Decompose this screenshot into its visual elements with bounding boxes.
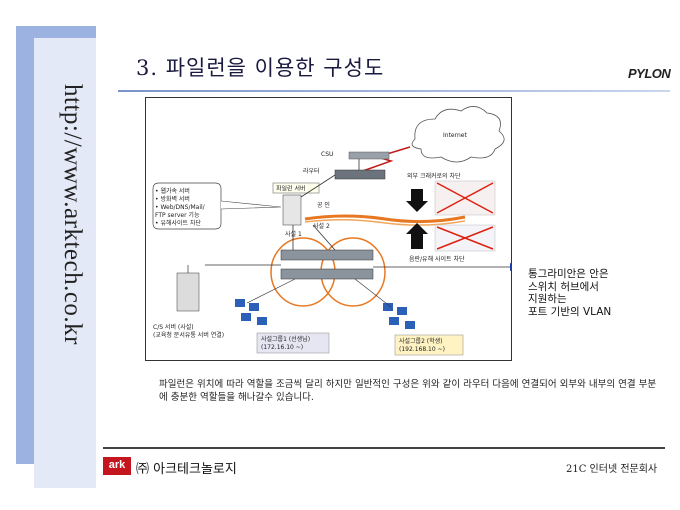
- csu-label: CSU: [321, 151, 333, 158]
- switch-hub-lower: [280, 268, 374, 280]
- ark-logo: ark: [103, 457, 131, 475]
- feature-item: • 웹가속 서버: [155, 187, 190, 195]
- feature-item: • 방화벽 서버: [155, 195, 190, 203]
- vlan-note-line: 지원하는: [528, 293, 567, 305]
- public-label: 공 인: [317, 202, 330, 209]
- vertical-url: http://www.arktech.co.kr: [59, 84, 86, 345]
- decorative-band-front: [34, 38, 96, 488]
- cs-server-sublabel: (교육청 문서유통 서버 연결): [153, 331, 224, 339]
- group2-subnet: (192.168.10 ~): [399, 346, 445, 353]
- vlan-note-line: 스위치 허브에서: [528, 280, 599, 293]
- arrow-down-icon: [406, 189, 428, 212]
- arrow-up-icon: [406, 223, 428, 249]
- arrow-right-icon: [510, 263, 512, 271]
- pylon-server-label: 파일런 서버: [276, 185, 306, 193]
- lightning-bolt-icon: [356, 146, 411, 174]
- group2-pc-icons: [354, 278, 415, 329]
- vlan-note-line: 포트 기반의 VLAN: [528, 305, 612, 318]
- router-label: 라우터: [303, 167, 320, 175]
- vlan-note: 통그라미안은 안은 스위치 허브에서 지원하는 포트 기반의 VLAN: [528, 268, 611, 318]
- harmful-block-label: 음란/유해 사이트 차단: [409, 255, 465, 263]
- group1-pc-icons: [235, 278, 296, 325]
- csu-device: [348, 151, 390, 160]
- network-diagram: Internet CSU 라우터 파일런 서버 공 인 사설 1 사설 2 • …: [152, 106, 512, 356]
- harmful-block-panel: [434, 224, 496, 252]
- group1-label: 사설그룹1 (선생님): [261, 335, 310, 343]
- feature-item: • 유해사이트 차단: [155, 219, 201, 227]
- orange-link: [304, 214, 466, 224]
- group2-label: 사설그룹2 (학생): [399, 337, 443, 345]
- cs-server-icon: [176, 272, 200, 312]
- group1-subnet: (172.16.10 ~): [261, 344, 303, 351]
- features-callout: [152, 182, 282, 230]
- slide-caption: 파일런은 위치에 따라 역할을 조금씩 달리 하지만 일반적인 구성은 위와 같…: [159, 379, 657, 403]
- private2-label: 사설 2: [313, 222, 330, 230]
- feature-item: • Web/DNS/Mail/: [155, 204, 206, 211]
- slide-title: 3. 파일런을 이용한 구성도: [136, 56, 385, 80]
- pylon-server-icon: [282, 194, 302, 226]
- vlan-note-line: 통그라미안은 안은: [528, 268, 609, 280]
- external-block-label: 외부 크래커로의 차단: [407, 172, 461, 180]
- cs-server-label: C/S 서버 (사설): [153, 323, 194, 331]
- router-device: [334, 169, 386, 180]
- company-name: ㈜ 아크테크놀로지: [136, 462, 237, 477]
- feature-item: FTP server 기능: [155, 211, 200, 219]
- title-divider: [118, 90, 670, 92]
- internet-cloud-icon: [411, 106, 505, 163]
- group1-label-box: [256, 332, 330, 354]
- footer-tagline: 21C 인터넷 전문회사: [566, 464, 658, 475]
- external-block-panel: [434, 180, 496, 216]
- internet-label: Internet: [443, 132, 467, 139]
- pylon-logo: PYLON: [628, 66, 671, 81]
- group2-label-box: [394, 334, 464, 356]
- switch-hub-upper: [280, 249, 374, 261]
- footer-divider: [103, 447, 665, 449]
- private1-label: 사설 1: [285, 230, 302, 238]
- pylon-server-label-box: [272, 182, 320, 194]
